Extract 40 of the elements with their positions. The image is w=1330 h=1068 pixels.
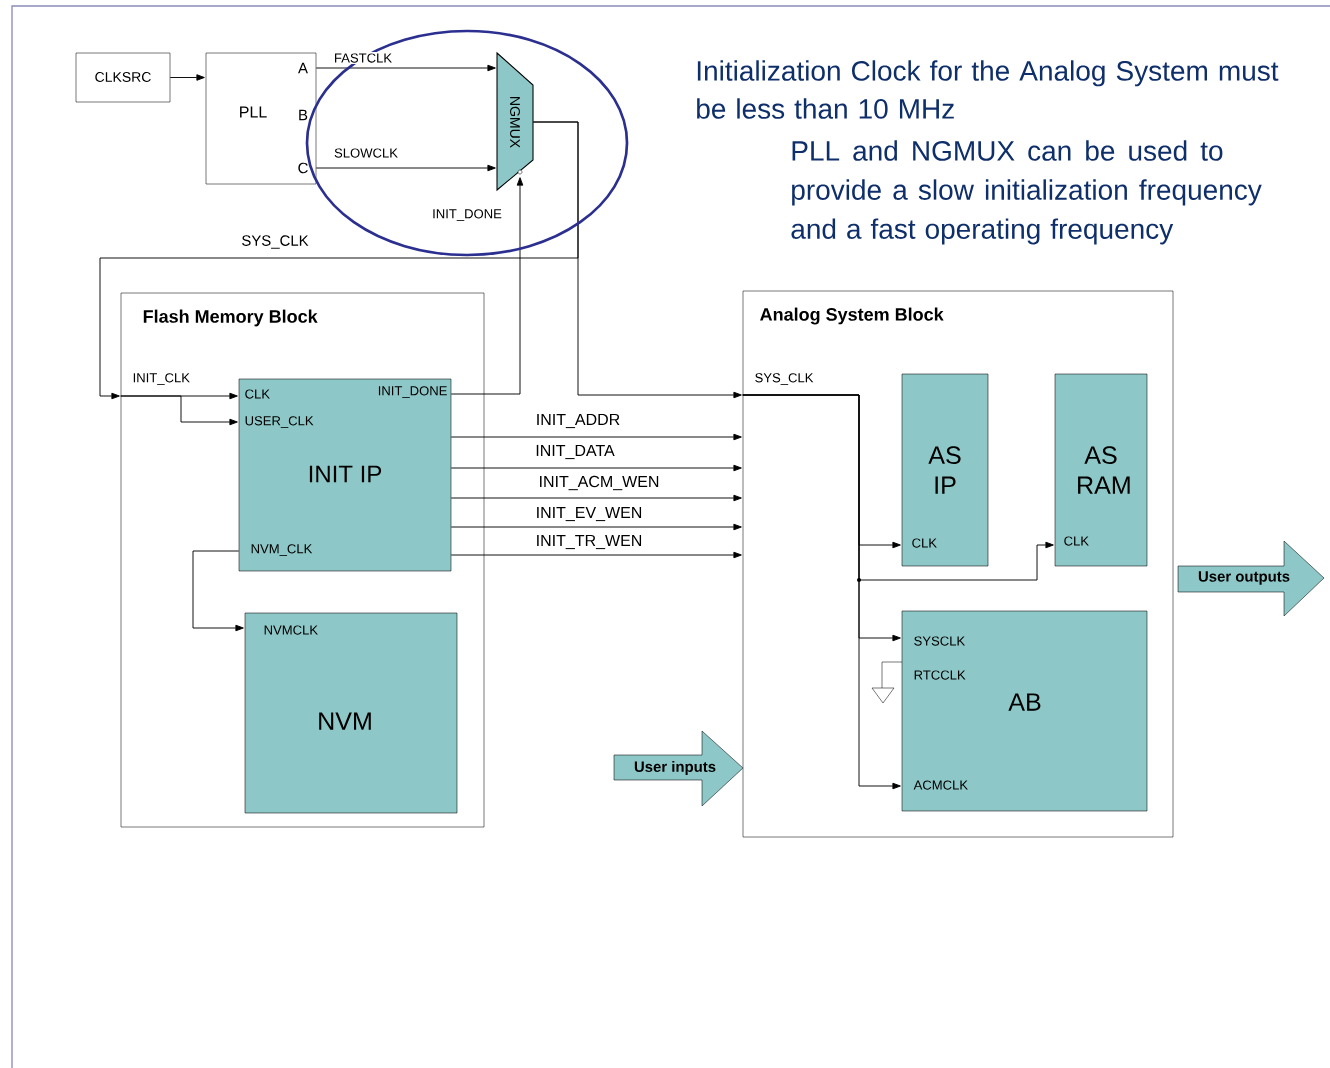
- signal-label: INIT_TR_WEN: [534, 533, 644, 551]
- port-letter: C: [298, 162, 308, 174]
- note-text: PLL and NGMUX can be used to provide a slow initialization frequency and a fast operating frequency: [791, 140, 1262, 245]
- port-letter: B: [299, 109, 308, 121]
- connector: [450, 464, 742, 472]
- port-label: SYSCLK: [914, 636, 966, 646]
- connector: [450, 433, 742, 441]
- connector: [450, 551, 742, 559]
- connector: [192, 550, 244, 632]
- port-letter: A: [298, 62, 308, 74]
- connector: [450, 177, 524, 395]
- connector: [742, 394, 901, 790]
- connector: [120, 395, 238, 426]
- port-label: NVMCLK: [264, 625, 318, 635]
- port-label: CLK: [912, 538, 937, 548]
- signal-label: SYS_CLK: [240, 234, 310, 251]
- signal-label: INIT_EV_WEN: [534, 505, 644, 523]
- port-label: INIT_DONE: [378, 386, 447, 398]
- port-label: NVM_CLK: [251, 544, 313, 556]
- signal-label: INIT_ACM_WEN: [537, 474, 661, 492]
- signal-label: INIT_DONE: [430, 207, 504, 223]
- port-label: CLK: [1064, 536, 1089, 546]
- block-box: CLKSRC: [75, 52, 171, 103]
- port-label: INIT_CLK: [133, 373, 190, 385]
- signal-label: INIT_ADDR: [534, 412, 622, 430]
- connector: [99, 121, 579, 400]
- connector: [450, 523, 742, 531]
- connector: [315, 164, 496, 172]
- port-label: RTCCLK: [914, 670, 966, 680]
- connector: [169, 74, 205, 81]
- connector: [450, 494, 742, 502]
- port-label: ACMCLK: [913, 780, 968, 790]
- signal-label: FASTCLK: [332, 52, 394, 64]
- port-label: CLK: [245, 389, 270, 399]
- connector: [315, 64, 496, 72]
- note-text: Initialization Clock for the Analog System must be less than 10 MHz: [697, 60, 1279, 119]
- signal-label: INIT_DATA: [533, 443, 617, 461]
- port-label: SYS_CLK: [755, 373, 814, 385]
- port-label: USER_CLK: [245, 416, 314, 428]
- signal-label: SLOWCLK: [332, 147, 400, 159]
